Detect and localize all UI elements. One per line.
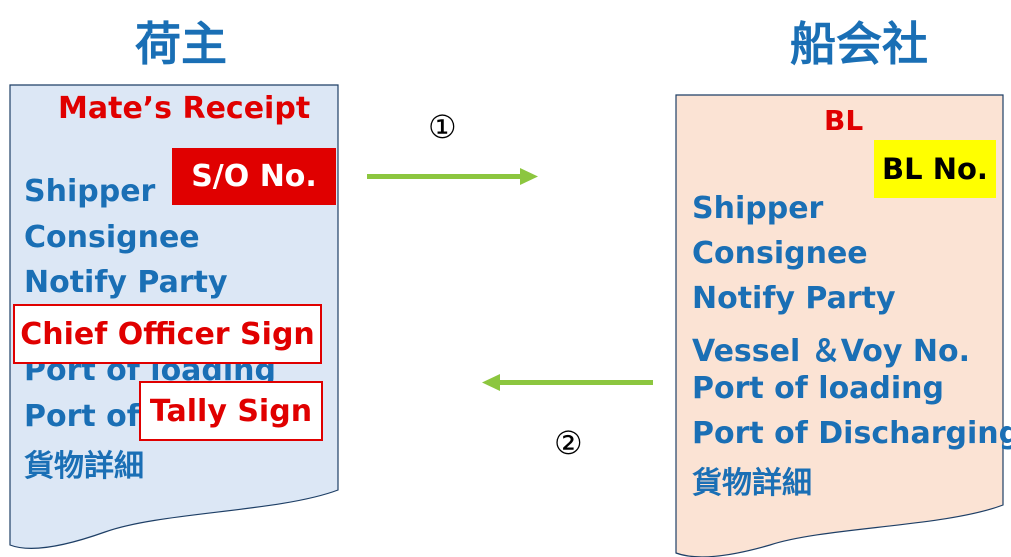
- tally-sign-box: Tally Sign: [139, 381, 323, 441]
- arrow-2-left: [482, 374, 653, 391]
- bl-title: BL: [824, 104, 864, 137]
- chief-officer-sign-box: Chief Officer Sign: [13, 304, 322, 364]
- bl-field-shipper: Shipper: [692, 191, 824, 226]
- bl-field-consignee: Consignee: [692, 236, 868, 271]
- bl-field-vessel-voy: Vessel ＆Voy No.: [692, 334, 971, 369]
- step-1-label: ①: [428, 108, 457, 146]
- bl-field-port-of-discharging: Port of Discharging: [692, 416, 1011, 451]
- bl-field-cargo-details: 貨物詳細: [692, 466, 812, 501]
- mr-field-shipper: Shipper: [24, 174, 156, 209]
- mates-receipt-title: Mate’s Receipt: [58, 91, 311, 126]
- mr-field-consignee: Consignee: [24, 220, 200, 255]
- carrier-party-title: 船会社: [790, 17, 928, 71]
- mr-field-port-of: Port of: [24, 399, 140, 434]
- bl-field-port-of-loading: Port of loading: [692, 371, 945, 406]
- step-2-label: ②: [554, 424, 583, 462]
- bl-number-tag: BL No.: [874, 140, 996, 198]
- so-number-tag: S/O No.: [172, 148, 336, 205]
- mr-field-cargo-details: 貨物詳細: [24, 449, 144, 484]
- bl-field-notify-party: Notify Party: [692, 281, 896, 316]
- mr-field-notify-party: Notify Party: [24, 265, 228, 300]
- arrow-1-right: [367, 168, 538, 185]
- shipper-party-title: 荷主: [135, 17, 227, 71]
